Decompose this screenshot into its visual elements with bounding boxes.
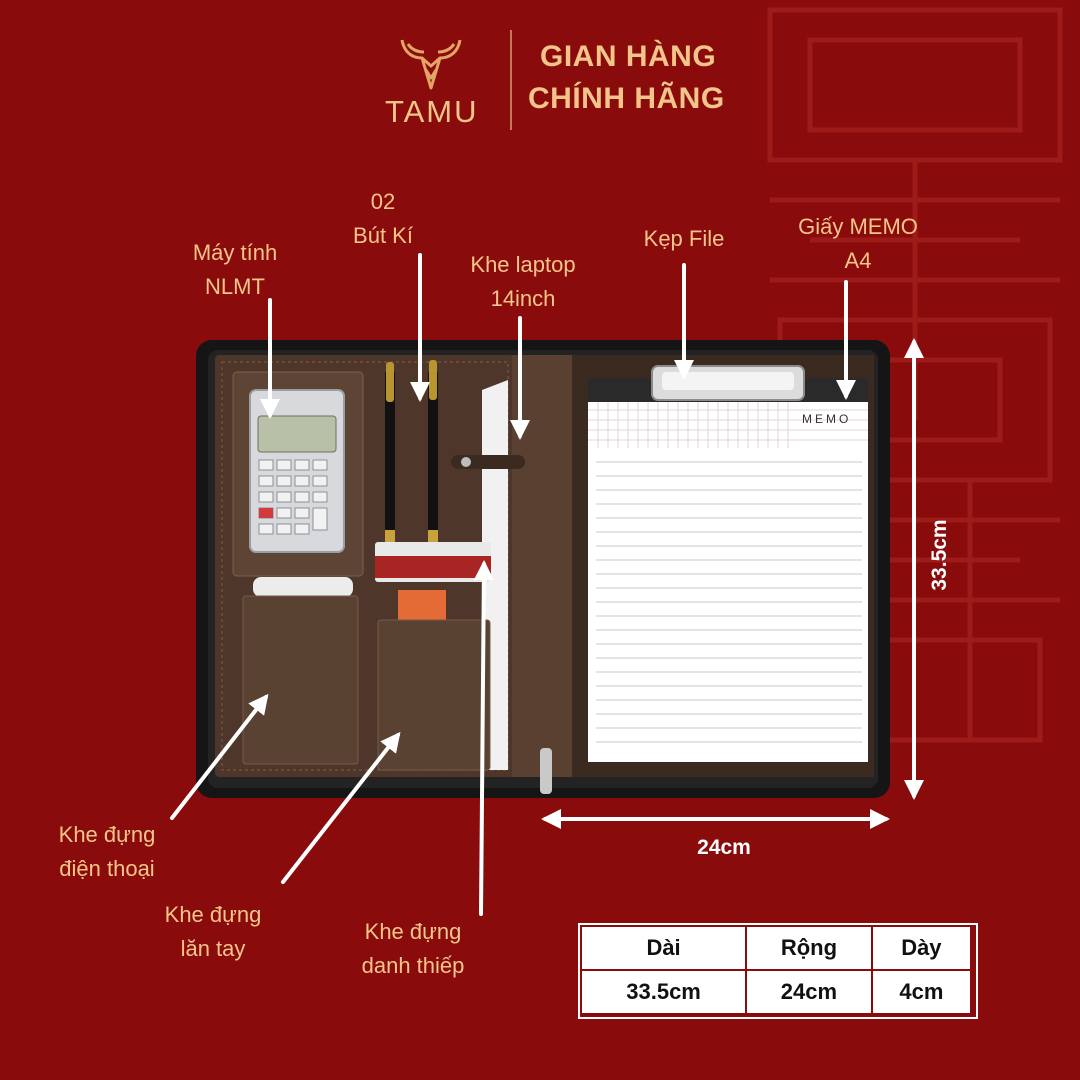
arrow-roller-slot [281, 731, 401, 884]
spec-header-depth: Dày [870, 925, 973, 971]
arrow-phone-slot [170, 693, 269, 820]
dimension-width-label: 24cm [697, 836, 751, 859]
brand-name: TAMU [385, 94, 479, 129]
spec-value-width: 24cm [745, 969, 873, 1015]
header-line-2: CHÍNH HÃNG [528, 82, 725, 115]
arrow-card-slot [473, 560, 494, 916]
spec-header-length: Dài [579, 925, 748, 971]
dimension-height-label: 33.5cm [928, 519, 951, 591]
spec-table: Dài Rộng Dày 33.5cm 24cm 4cm [579, 925, 973, 1015]
spec-value-depth: 4cm [870, 969, 973, 1015]
bull-logo-icon [400, 39, 462, 90]
spec-value-length: 33.5cm [579, 969, 748, 1015]
header-line-1: GIAN HÀNG [540, 40, 717, 73]
spec-table-header-row: Dài Rộng Dày [579, 925, 973, 971]
spec-table-frame [578, 923, 978, 1019]
memo-pad-header: MEMO [802, 412, 852, 426]
spec-table-value-row: 33.5cm 24cm 4cm [579, 969, 973, 1015]
header-divider [510, 30, 512, 130]
spec-header-width: Rộng [745, 925, 873, 971]
label-clip: Kẹp File [643, 226, 725, 251]
